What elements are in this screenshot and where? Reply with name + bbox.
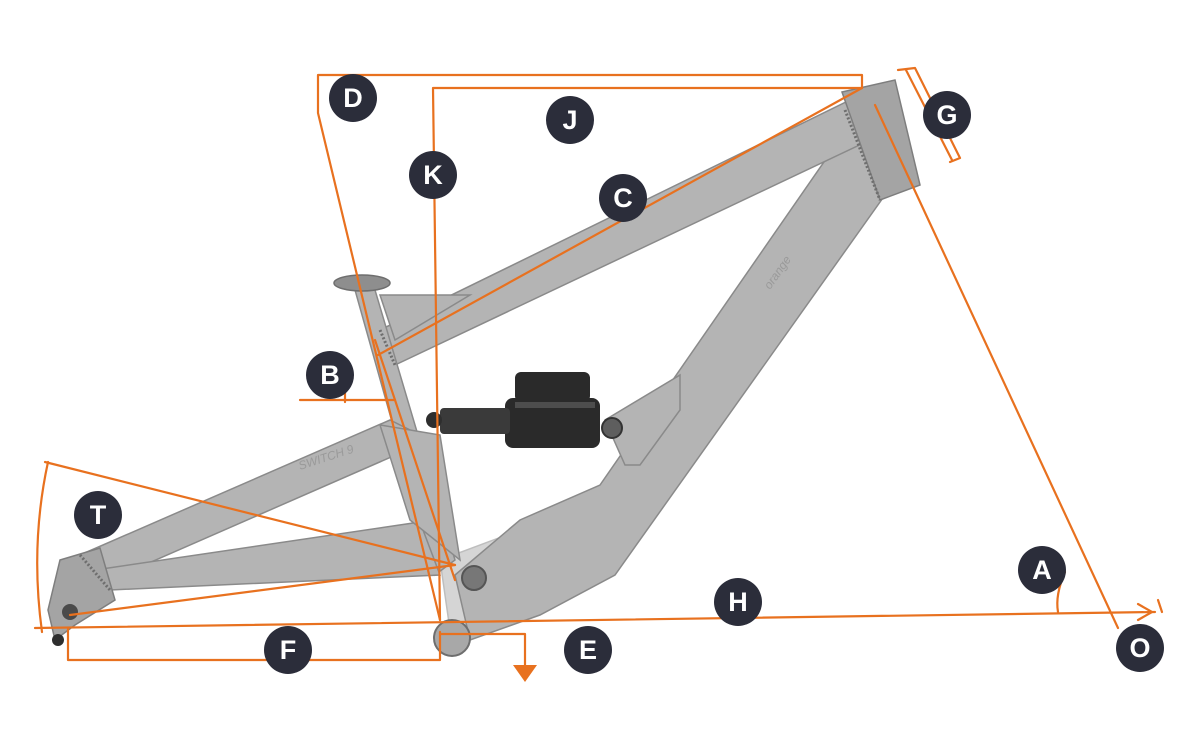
badge-K-label: K xyxy=(423,160,443,190)
badge-O-label: O xyxy=(1129,633,1150,663)
badges: D J K C G B T A xyxy=(74,74,1164,674)
measure-E xyxy=(438,632,527,670)
shock-eyelet-rear xyxy=(601,417,623,439)
shock-reservoir xyxy=(515,372,590,402)
measure-D xyxy=(316,73,864,622)
badge-K: K xyxy=(409,151,457,199)
badge-C: C xyxy=(599,174,647,222)
measure-J xyxy=(431,86,864,622)
badge-J: J xyxy=(546,96,594,144)
badge-H-label: H xyxy=(728,587,748,617)
shock-shaft xyxy=(440,408,510,434)
badge-B-label: B xyxy=(320,360,340,390)
geometry-lines xyxy=(33,66,1164,682)
badge-A: A xyxy=(1018,546,1066,594)
badge-D: D xyxy=(329,74,377,122)
head-tube xyxy=(841,79,921,201)
shock-mount xyxy=(604,373,681,466)
measure-E-arrow xyxy=(513,665,537,682)
derailleur-hanger xyxy=(52,634,64,646)
badge-E-label: E xyxy=(579,635,597,665)
badge-G: G xyxy=(923,91,971,139)
swingarm-link xyxy=(378,424,462,562)
badge-B: B xyxy=(306,351,354,399)
measure-F xyxy=(66,626,442,662)
badge-C-label: C xyxy=(613,183,633,213)
measure-T-arc xyxy=(36,460,50,634)
seat-angle-line xyxy=(373,338,457,582)
seat-brace xyxy=(378,294,473,342)
measure-H xyxy=(33,610,1157,630)
badge-E: E xyxy=(564,626,612,674)
badge-T: T xyxy=(74,491,122,539)
measure-T-lower xyxy=(68,563,457,617)
measure-T-upper xyxy=(43,460,457,567)
measure-H-arrow xyxy=(1136,602,1154,622)
badge-H: H xyxy=(714,578,762,626)
seat-clamp xyxy=(333,274,391,292)
badge-J-label: J xyxy=(562,105,577,135)
shock-highlight xyxy=(515,402,595,408)
measure-H-tick xyxy=(1156,598,1164,614)
bottom-bracket xyxy=(433,619,471,657)
shock-body xyxy=(505,398,600,448)
rear-shock xyxy=(426,372,623,448)
steering-axis xyxy=(873,103,1120,630)
badge-T-label: T xyxy=(90,500,107,530)
rear-axle xyxy=(62,604,78,620)
badge-G-label: G xyxy=(936,100,957,130)
badge-D-label: D xyxy=(343,83,363,113)
shock-eyelet-front xyxy=(426,412,442,428)
main-pivot xyxy=(461,565,487,591)
badge-A-label: A xyxy=(1032,555,1052,585)
weld-headtube xyxy=(843,109,882,201)
badge-O: O xyxy=(1116,624,1164,672)
badge-F-label: F xyxy=(280,635,297,665)
bike-frame: SWITCH 9 orange xyxy=(47,79,921,657)
badge-F: F xyxy=(264,626,312,674)
